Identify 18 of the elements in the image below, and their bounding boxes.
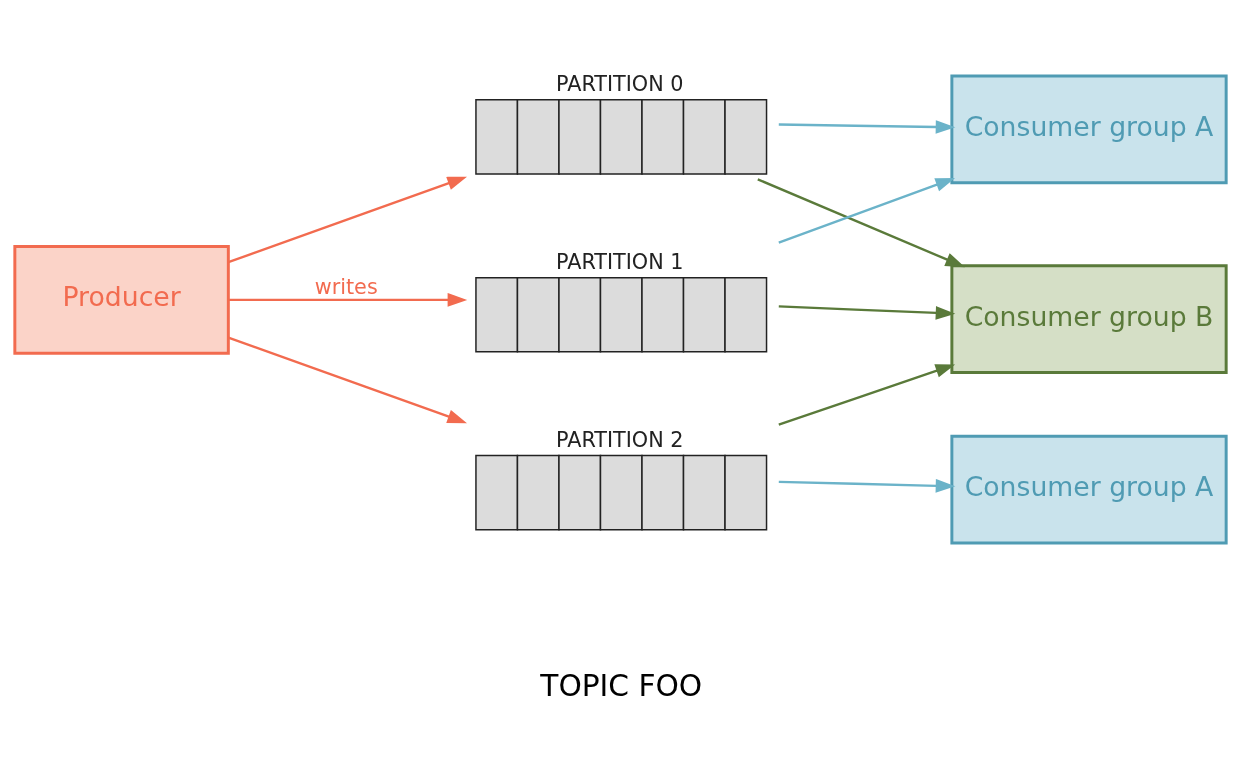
arrow <box>778 305 956 320</box>
arrow <box>228 293 468 307</box>
node-box: Consumer group A <box>950 74 1228 185</box>
arrow <box>228 176 467 264</box>
node-label: PARTITION 2 <box>556 428 684 453</box>
node-box: Producer <box>13 245 230 355</box>
node-box: Consumer group A <box>950 434 1228 545</box>
node-label: PARTITION 1 <box>556 250 684 275</box>
edge-label: writes <box>314 275 378 300</box>
label: TOPIC FOO <box>540 667 703 703</box>
arrow <box>228 336 467 424</box>
arrow <box>757 178 965 268</box>
arrow <box>778 120 956 134</box>
arrow <box>778 364 956 426</box>
arrow <box>778 178 956 244</box>
node-box: Consumer group B <box>950 264 1228 375</box>
node-label: PARTITION 0 <box>556 72 684 97</box>
arrow <box>778 478 956 493</box>
